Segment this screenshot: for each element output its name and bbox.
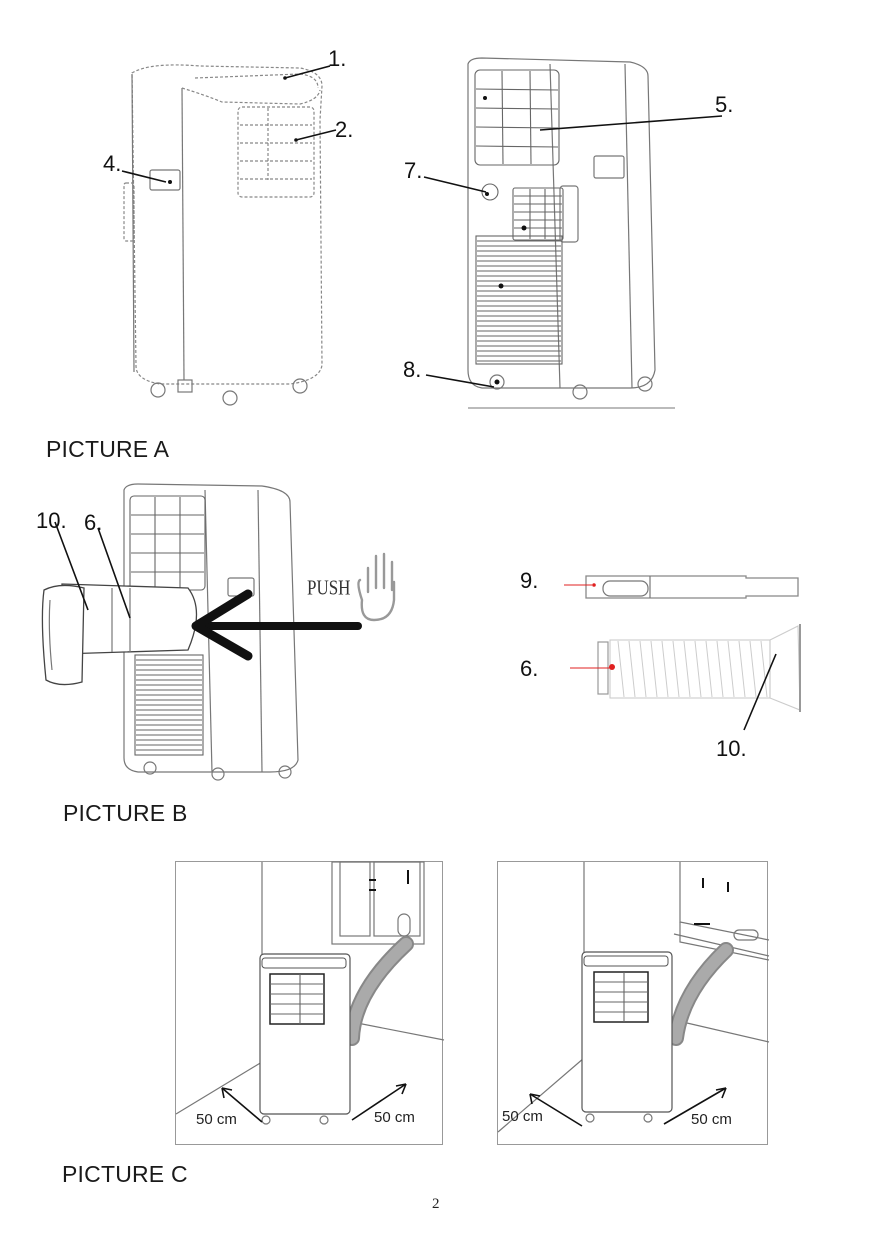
- callout-7: 7.: [404, 158, 423, 183]
- hose-ring: [639, 640, 647, 698]
- hose-ring: [650, 640, 658, 698]
- picture-c-right-panel: 50 cm 50 cm: [497, 861, 770, 1145]
- hose-ring: [661, 640, 669, 698]
- callout-5: 5.: [715, 92, 734, 117]
- page-number: 2: [432, 1196, 440, 1212]
- callout-6: 6.: [84, 510, 103, 535]
- picture-c-left-panel: 50 cm 50 cm: [175, 861, 445, 1145]
- hose-ring: [617, 640, 625, 698]
- air-conditioner-rear-illustration: [423, 57, 723, 409]
- callout-10: 10.: [36, 508, 67, 533]
- hose-ring: [716, 640, 724, 698]
- clearance-left-label: 50 cm: [502, 1108, 543, 1125]
- callout-1: 1.: [328, 46, 347, 71]
- hose-ring: [672, 640, 680, 698]
- hose-ring: [727, 640, 735, 698]
- picture-a-front-view: 1. 2. 4.: [0, 0, 400, 420]
- picture-b-caption: PICTURE B: [63, 800, 188, 826]
- accessory-callout-6: 6.: [520, 656, 539, 681]
- hose-installation-illustration: [41, 483, 396, 781]
- accessory-callout-10: 10.: [716, 736, 747, 761]
- hose-ring: [628, 640, 636, 698]
- push-label: PUSH: [307, 575, 351, 600]
- picture-c-caption: PICTURE C: [62, 1161, 188, 1187]
- air-conditioner-front-illustration: [121, 64, 337, 406]
- hose-ring: [749, 640, 757, 698]
- hose-ring: [683, 640, 691, 698]
- callout-8: 8.: [403, 357, 422, 382]
- hung-window-installation-illustration: [497, 862, 770, 1133]
- accessory-callout-9: 9.: [520, 568, 539, 593]
- picture-a-caption: PICTURE A: [46, 436, 170, 462]
- hose-ring: [738, 640, 746, 698]
- hand-icon: [357, 552, 396, 622]
- sliding-window-installation-illustration: [175, 861, 445, 1125]
- hose-ring: [705, 640, 713, 698]
- picture-a-rear-view: 5. 7. 8.: [390, 40, 770, 420]
- clearance-right-label: 50 cm: [374, 1109, 415, 1126]
- picture-b-illustration: 10. 6. PUSH: [0, 470, 460, 810]
- accessories-illustration: 9. 6. 10.: [500, 550, 840, 770]
- hose-ring: [694, 640, 702, 698]
- clearance-right-label: 50 cm: [691, 1111, 732, 1128]
- window-slider-and-hose-illustration: [564, 575, 801, 731]
- callout-4: 4.: [103, 151, 122, 176]
- clearance-left-label: 50 cm: [196, 1111, 237, 1128]
- hose-ring: [760, 640, 768, 698]
- callout-2: 2.: [335, 117, 354, 142]
